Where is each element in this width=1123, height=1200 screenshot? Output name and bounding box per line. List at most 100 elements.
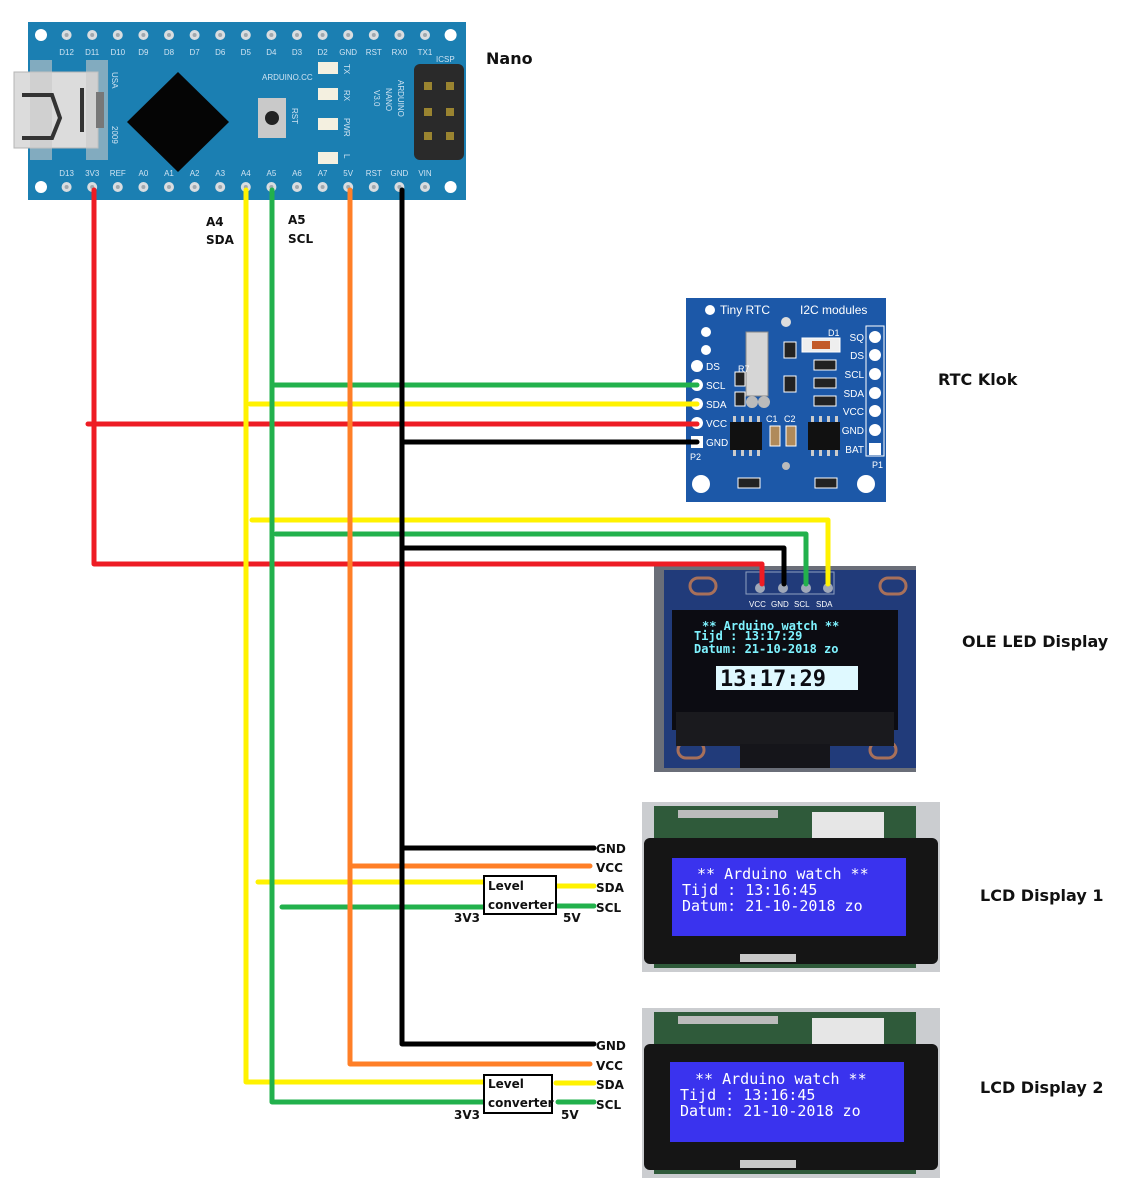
rtc-right-pin-label: BAT	[845, 445, 864, 456]
rtc-right-pin-pad	[869, 387, 881, 399]
oled-label-vcc: VCC	[749, 600, 766, 609]
nano-bottom-pin-label: A3	[215, 169, 225, 178]
rtc-right-pin-pad	[869, 424, 881, 436]
rtc-right-pin-pad	[869, 443, 881, 455]
a5-label: A5	[288, 213, 306, 227]
led-label-rx: RX	[342, 90, 351, 102]
nano-bottom-pin-label: A1	[164, 169, 174, 178]
nano-bottom-pin-label: A7	[318, 169, 328, 178]
nano-top-pin-label: D2	[317, 48, 328, 57]
nano-top-pin-label: D12	[59, 48, 74, 57]
board-text-usa: USA	[110, 72, 119, 89]
level-converter-2-line2: converter	[488, 1096, 554, 1110]
nano-top-pin-label: D10	[110, 48, 125, 57]
nano-top-pin-label: RX0	[392, 48, 408, 57]
part-r7: R7	[738, 364, 750, 374]
board-text-year: 2009	[110, 126, 119, 144]
oled-pin-scl	[801, 583, 811, 593]
wire-5v-lcd2	[347, 187, 593, 1067]
board-text-arduino: ARDUINO	[396, 80, 405, 117]
rtc-header-name: Tiny RTC	[720, 303, 770, 317]
led-label-l: L	[342, 154, 351, 159]
scl-label: SCL	[288, 232, 313, 246]
rtc-right-pin-label: DS	[850, 351, 864, 362]
lcd1-3v3-label: 3V3	[454, 911, 480, 925]
capacitor-c1	[769, 425, 781, 447]
board-text-icsp: ICSP	[436, 55, 455, 64]
oled-label-scl: SCL	[794, 600, 810, 609]
lcd1-line-2: Tijd : 13:16:45	[682, 881, 817, 899]
lcd2-line-2: Tijd : 13:16:45	[680, 1086, 815, 1104]
lcd1-pin-sda: SDA	[596, 881, 625, 895]
lcd2-title: LCD Display 2	[980, 1078, 1103, 1097]
led-pwr	[318, 118, 338, 130]
chip-u2	[730, 422, 762, 450]
rtc-connector-p2: P2	[690, 452, 701, 462]
led-tx	[318, 62, 338, 74]
lcd2-pin-scl: SCL	[596, 1098, 621, 1112]
sda-label: SDA	[206, 233, 235, 247]
arduino-nano-board: ARDUINO.CC ICSP ARDUINO NANO V3.0 USA 20…	[13, 22, 466, 200]
oled-module: VCC GND SCL SDA ** Arduino watch ** Tijd…	[654, 566, 916, 772]
lcd1-screen	[672, 858, 906, 936]
oled-line-2: Tijd : 13:17:29	[694, 629, 802, 643]
rtc-title: RTC Klok	[938, 370, 1018, 389]
lcd1-5v-label: 5V	[563, 911, 581, 925]
part-c1: C1	[766, 414, 778, 424]
nano-bottom-pin-label: A5	[267, 169, 277, 178]
board-text-arduino-cc: ARDUINO.CC	[262, 73, 313, 82]
rtc-left-pin-label: GND	[706, 438, 728, 449]
oled-label-gnd: GND	[771, 600, 789, 609]
oled-line-1: ** Arduino watch **	[702, 619, 839, 633]
nano-bottom-pin-label: D13	[59, 169, 74, 178]
wire-scl-main	[269, 187, 487, 1105]
nano-top-pin-label: D9	[138, 48, 149, 57]
oled-big-time: 13:17:29	[720, 667, 826, 692]
rtc-right-pin-pad	[869, 331, 881, 343]
microcontroller-chip	[127, 72, 229, 172]
led-rx	[318, 88, 338, 100]
nano-mount-hole	[35, 29, 47, 41]
nano-bottom-pin-label: A6	[292, 169, 302, 178]
rtc-connector-p1: P1	[872, 460, 883, 470]
lcd2-i2c-backpack-label	[812, 1018, 884, 1046]
oled-label-sda: SDA	[816, 600, 833, 609]
wire-sda-main	[243, 187, 487, 1085]
nano-bottom-pin-label: 3V3	[85, 169, 100, 178]
nano-bottom-pin-label: GND	[391, 169, 409, 178]
rtc-left-pin-label: SDA	[706, 400, 727, 411]
wire-3v3-oled	[91, 187, 765, 587]
nano-mount-hole	[444, 181, 457, 193]
nano-title: Nano	[486, 49, 533, 68]
nano-top-pin-label: D7	[189, 48, 200, 57]
nano-bottom-pin-label: VIN	[418, 169, 432, 178]
rtc-right-pin-pad	[869, 368, 881, 380]
rtc-left-pin-label: VCC	[706, 419, 727, 430]
nano-bottom-pin-label: A2	[190, 169, 200, 178]
rtc-left-pin-label: DS	[706, 362, 720, 373]
lcd1-pin-scl: SCL	[596, 901, 621, 915]
oled-title: OLE LED Display	[962, 632, 1109, 651]
nano-top-pin-label: RST	[366, 48, 382, 57]
nano-top-pin-label: D11	[85, 48, 100, 57]
nano-top-pin-label: D4	[266, 48, 277, 57]
rtc-right-pin-pad	[869, 405, 881, 417]
rtc-left-pin-label: SCL	[706, 381, 726, 392]
nano-top-pin-label: D8	[164, 48, 175, 57]
lcd1-title: LCD Display 1	[980, 886, 1103, 905]
nano-top-pin-label: TX1	[418, 48, 433, 57]
nano-bottom-pin-label: 5V	[343, 169, 353, 178]
level-converter-1-line1: Level	[488, 879, 524, 893]
wires	[85, 187, 831, 1105]
crystal-x1	[745, 331, 769, 397]
lcd2-screen	[670, 1062, 904, 1142]
nano-mount-hole	[35, 181, 47, 193]
lcd1-pin-header	[678, 810, 778, 818]
part-c2: C2	[784, 414, 796, 424]
lcd2-pin-sda: SDA	[596, 1078, 625, 1092]
level-converter-1-line2: converter	[488, 898, 554, 912]
lcd1-line-1: ** Arduino watch **	[688, 865, 869, 883]
nano-bottom-pin-label: REF	[110, 169, 126, 178]
